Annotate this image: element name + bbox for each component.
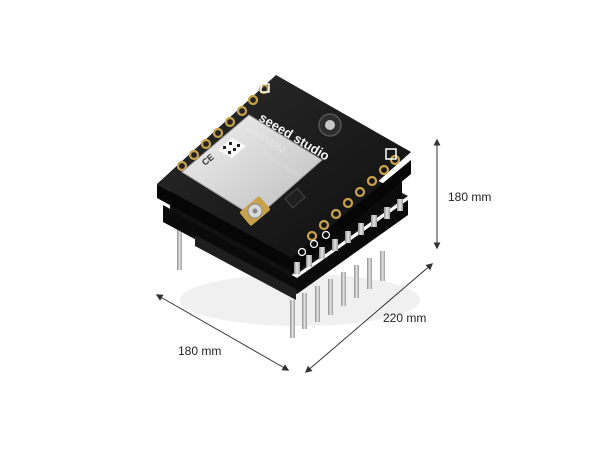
depth-arrow <box>304 263 434 373</box>
width-dimension-label: 180 mm <box>178 344 222 358</box>
gold-pads-right <box>306 154 401 242</box>
header-pins-right <box>294 199 403 274</box>
datamatrix-code <box>218 138 246 158</box>
chip-component <box>284 187 306 209</box>
height-dimension-label: 180 mm <box>448 190 492 204</box>
rf-shield <box>181 114 323 219</box>
silkscreen-pads <box>260 83 397 160</box>
front-silkscreen-dots <box>297 230 331 257</box>
ufl-connector <box>240 196 270 226</box>
top-board-edge <box>157 160 411 272</box>
depth-dimension-label: 220 mm <box>383 311 427 325</box>
width-arrow <box>155 294 290 371</box>
gold-pads-left <box>176 83 270 172</box>
